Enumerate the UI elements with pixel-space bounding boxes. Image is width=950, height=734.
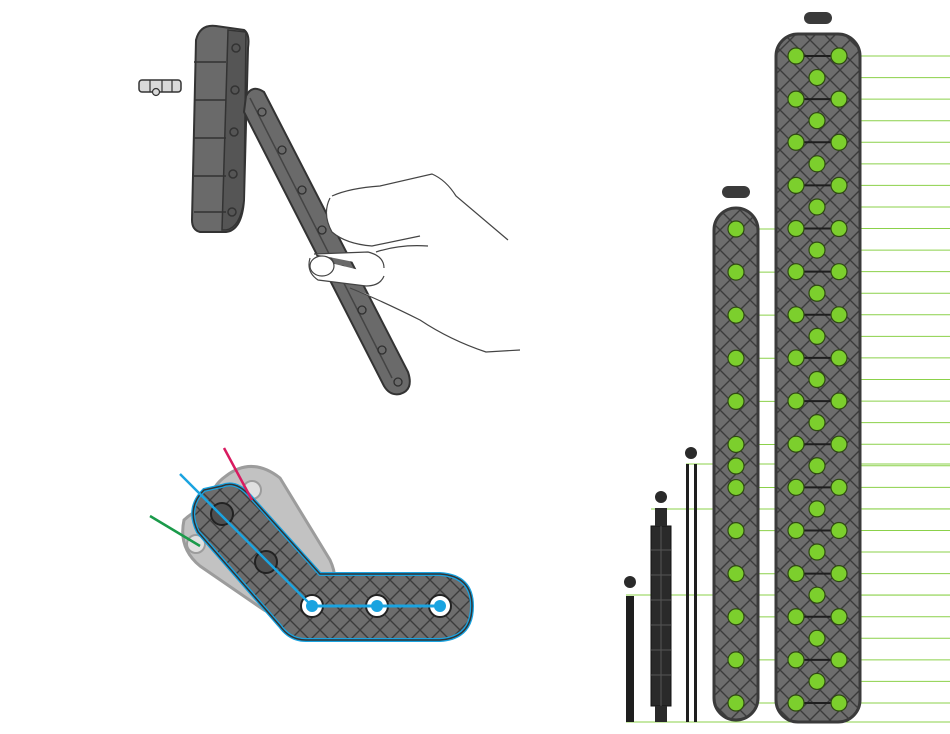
plate-hole [809, 70, 825, 86]
assembly-illustration [139, 26, 520, 395]
plate-hole [788, 221, 804, 237]
plate-hole [788, 695, 804, 711]
plate-hole [788, 350, 804, 366]
plate-hole [831, 91, 847, 107]
blue-pivot [306, 600, 318, 612]
plate-hole [809, 544, 825, 560]
plate-hole [831, 264, 847, 280]
plate-hole [831, 652, 847, 668]
bent-beam [193, 484, 472, 640]
plate-hole [809, 630, 825, 646]
plate-hole [831, 479, 847, 495]
plate-hole [788, 652, 804, 668]
plate-hole [809, 415, 825, 431]
single-beam [714, 186, 758, 720]
plate-hole [788, 566, 804, 582]
pin-icon [139, 80, 181, 96]
plate-hole [809, 285, 825, 301]
plate-hole [809, 372, 825, 388]
plate-hole [788, 479, 804, 495]
beam-hole [728, 393, 744, 409]
beam-hole [728, 480, 744, 496]
rod-long [685, 447, 697, 722]
plate-hole [831, 522, 847, 538]
beam-hole [728, 523, 744, 539]
plate-hole [809, 113, 825, 129]
plate-hole [831, 134, 847, 150]
beam-hole [728, 221, 744, 237]
beam-hole [728, 609, 744, 625]
size-reference [624, 12, 950, 722]
plate-icon [192, 26, 249, 232]
beam-hole [728, 458, 744, 474]
plate-hole [831, 436, 847, 452]
plate-hole [831, 695, 847, 711]
plate-hole [788, 522, 804, 538]
plate-hole [831, 177, 847, 193]
plate-hole [788, 134, 804, 150]
plate-hole [809, 458, 825, 474]
beam-hole [728, 695, 744, 711]
plate-hole [788, 307, 804, 323]
beam-hole [728, 264, 744, 280]
rotation-illustration [150, 448, 472, 640]
rod-short [624, 576, 636, 722]
rod-medium [651, 491, 671, 722]
blue-pivot [434, 600, 446, 612]
tall-plate [776, 12, 860, 722]
plate-hole [809, 501, 825, 517]
plate-hole [788, 48, 804, 64]
plate-hole [831, 393, 847, 409]
plate-hole [809, 328, 825, 344]
plate-hole [831, 566, 847, 582]
beam-hole [728, 436, 744, 452]
plate-hole [788, 393, 804, 409]
plate-hole [788, 177, 804, 193]
plate-hole [809, 673, 825, 689]
beam-hole [728, 307, 744, 323]
beam-hole [728, 566, 744, 582]
plate-hole [831, 48, 847, 64]
plate-hole [788, 264, 804, 280]
plate-hole [831, 221, 847, 237]
plate-hole [831, 350, 847, 366]
plate-hole [831, 609, 847, 625]
beam-hole [728, 652, 744, 668]
beam-hole [728, 350, 744, 366]
plate-hole [788, 91, 804, 107]
plate-hole [809, 156, 825, 172]
plate-hole [831, 307, 847, 323]
plate-hole [809, 199, 825, 215]
plate-hole [788, 609, 804, 625]
plate-hole [788, 436, 804, 452]
plate-hole [809, 587, 825, 603]
plate-hole [809, 242, 825, 258]
blue-pivot [371, 600, 383, 612]
